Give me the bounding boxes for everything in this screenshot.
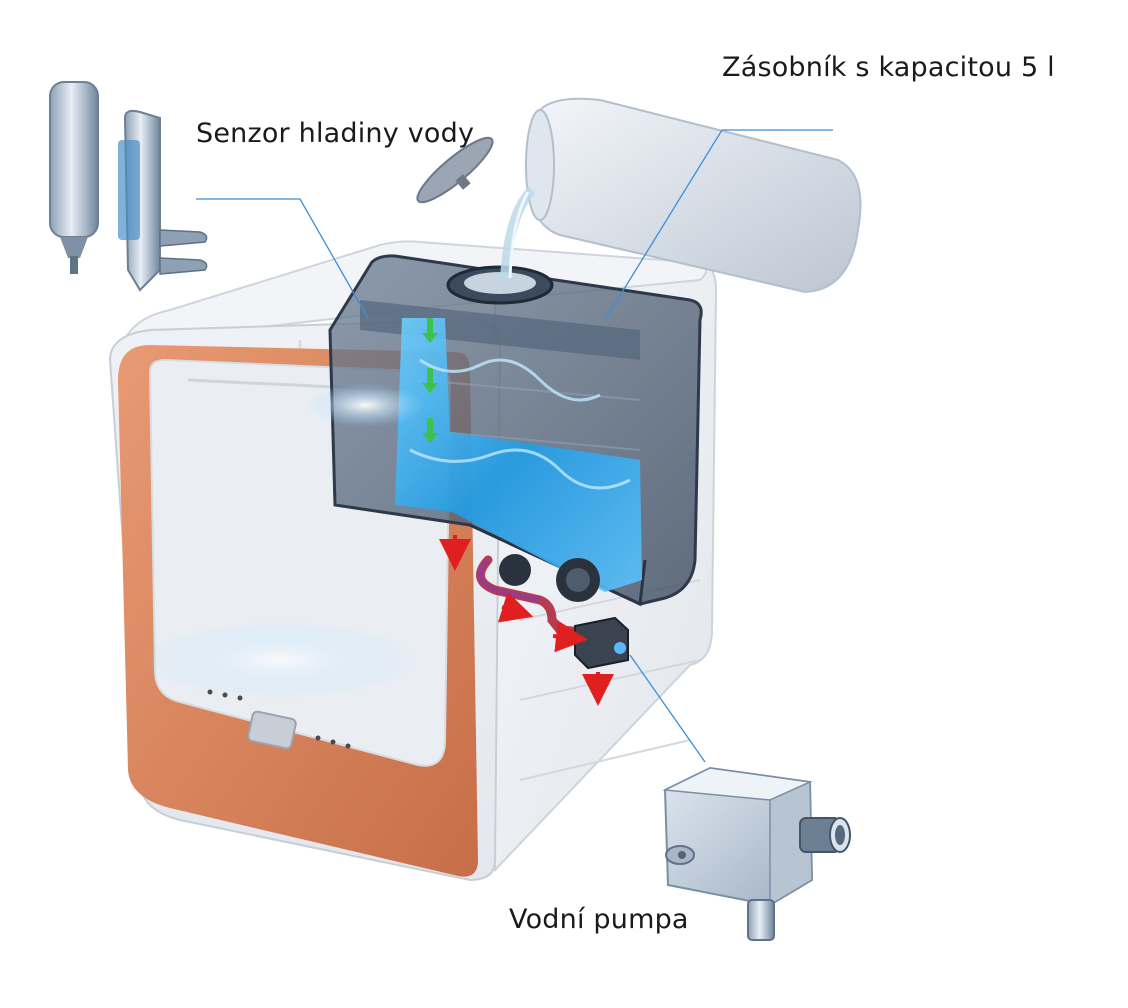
pump-label: Vodní pumpa (509, 904, 689, 935)
leader-lines (196, 129, 833, 763)
internal-tank (305, 254, 703, 607)
pump-pipe (476, 555, 629, 670)
flow-arrows-red (439, 535, 614, 706)
tank-label: Zásobník s kapacitou 5 l (722, 52, 1055, 83)
sensor-label: Senzor hladiny vody (196, 118, 475, 149)
water-pump-icon (662, 766, 851, 941)
water-jug-icon (500, 97, 862, 294)
tank-lid-icon (416, 136, 494, 204)
flow-arrows-green (422, 318, 438, 443)
water-level-sensor-icon (49, 81, 208, 292)
